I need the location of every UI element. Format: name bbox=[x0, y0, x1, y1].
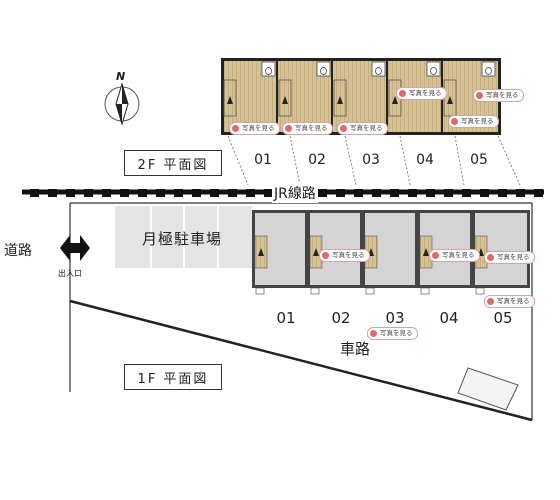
diagonal-boundary-line bbox=[69, 299, 533, 422]
floor1-stair-arrows bbox=[258, 248, 484, 256]
photo-button[interactable]: 写真を見る bbox=[484, 295, 535, 308]
small-structure bbox=[457, 367, 519, 411]
photo-button[interactable]: 写真を見る bbox=[396, 87, 447, 100]
railway-label: JR線路 bbox=[272, 183, 318, 203]
parking-area bbox=[115, 206, 252, 268]
entrance-label: 出入口 bbox=[58, 269, 82, 278]
floor2-building bbox=[221, 58, 501, 135]
floor1-label: 1F 平面図 bbox=[124, 364, 222, 390]
floor1-unit-number: 04 bbox=[439, 309, 459, 327]
photo-button[interactable]: 写真を見る bbox=[337, 122, 388, 135]
floor2-unit-number: 04 bbox=[416, 152, 434, 168]
floor1-unit-number: 01 bbox=[276, 309, 296, 327]
road-bottom-label: 車路 bbox=[340, 340, 371, 358]
parking-label: 月極駐車場 bbox=[142, 230, 223, 248]
floor1-building bbox=[252, 210, 530, 295]
floor2-unit-number: 01 bbox=[254, 152, 272, 168]
photo-button[interactable]: 写真を見る bbox=[473, 89, 524, 102]
floor2-stair-arrows bbox=[227, 96, 453, 104]
compass-rose bbox=[104, 82, 140, 126]
photo-button[interactable]: 写真を見る bbox=[319, 249, 370, 262]
photo-button[interactable]: 写真を見る bbox=[429, 249, 480, 262]
floor2-unit-number: 02 bbox=[308, 152, 326, 168]
floor2-unit-number: 03 bbox=[362, 152, 380, 168]
road-left-label: 道路 bbox=[4, 243, 32, 259]
photo-button[interactable]: 写真を見る bbox=[448, 115, 499, 128]
compass-north-label: N bbox=[116, 70, 126, 83]
photo-button[interactable]: 写真を見る bbox=[229, 122, 280, 135]
floor1-unit-number: 05 bbox=[493, 309, 513, 327]
floor2-bathrooms bbox=[261, 61, 496, 77]
floor2-unit-number: 05 bbox=[470, 152, 488, 168]
floor2-label: 2F 平面図 bbox=[124, 150, 222, 176]
floor1-unit-number: 03 bbox=[385, 309, 405, 327]
floor2-leader-lines bbox=[227, 135, 521, 186]
floor1-doors bbox=[255, 287, 485, 295]
site-boundary bbox=[69, 202, 533, 420]
floor1-unit-number: 02 bbox=[331, 309, 351, 327]
entrance-arrow-icon bbox=[60, 235, 90, 261]
floor2-toilets bbox=[265, 67, 492, 75]
photo-button[interactable]: 写真を見る bbox=[282, 122, 333, 135]
photo-button[interactable]: 写真を見る bbox=[484, 251, 535, 264]
photo-button[interactable]: 写真を見る bbox=[367, 327, 418, 340]
